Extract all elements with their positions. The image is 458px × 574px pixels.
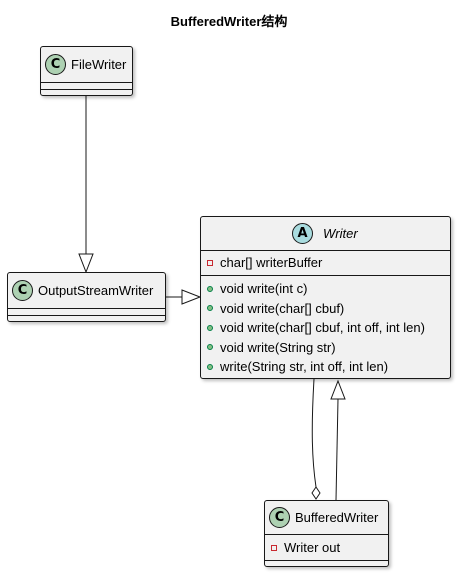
outputstreamwriter-methods-section xyxy=(8,316,165,321)
bufferedwriter-methods-section xyxy=(265,561,388,566)
public-visibility-icon xyxy=(207,324,213,331)
filewriter-generalization-arrowhead xyxy=(78,253,94,274)
field-text: Writer out xyxy=(284,540,341,556)
bufferedwriter-generalization-arrowhead xyxy=(330,379,346,400)
method-text: void write(char[] cbuf, int off, int len… xyxy=(220,320,425,336)
method-row: void write(String str) xyxy=(201,338,450,358)
diagram-title: BufferedWriter结构 xyxy=(170,14,288,29)
method-row: write(String str, int off, int len) xyxy=(201,357,450,377)
public-visibility-icon xyxy=(207,305,213,312)
method-row: void write(char[] cbuf) xyxy=(201,299,450,319)
writer-header: A Writer xyxy=(201,217,450,251)
filewriter-fields-section xyxy=(41,83,132,90)
outputstreamwriter-fields-section xyxy=(8,309,165,316)
field-text: char[] writerBuffer xyxy=(220,255,323,271)
outputstreamwriter-generalization-arrowhead xyxy=(181,289,202,305)
bufferedwriter-class: C BufferedWriter Writer out xyxy=(264,500,389,567)
method-text: void write(char[] cbuf) xyxy=(220,300,345,316)
writer-bufferedwriter-aggregation-line xyxy=(311,378,317,488)
public-visibility-icon xyxy=(207,344,213,351)
outputstreamwriter-class-name: OutputStreamWriter xyxy=(38,283,154,298)
outputstreamwriter-class: C OutputStreamWriter xyxy=(7,272,166,322)
public-visibility-icon xyxy=(207,363,213,370)
class-badge-icon: C xyxy=(45,54,66,75)
field-row: char[] writerBuffer xyxy=(201,253,450,273)
abstract-badge-icon: A xyxy=(292,223,313,244)
writer-abstract-class: A Writer char[] writerBuffer void write(… xyxy=(200,216,451,379)
method-row: void write(int c) xyxy=(201,279,450,299)
bufferedwriter-to-writer-inheritance-line xyxy=(335,398,339,501)
bufferedwriter-header: C BufferedWriter xyxy=(265,501,388,535)
bufferedwriter-fields-section: Writer out xyxy=(265,535,388,561)
field-row: Writer out xyxy=(265,538,388,558)
method-text: void write(String str) xyxy=(220,339,336,355)
bufferedwriter-class-name: BufferedWriter xyxy=(295,510,379,525)
writer-class-name: Writer xyxy=(323,226,358,241)
filewriter-header: C FileWriter xyxy=(41,47,132,83)
method-row: void write(char[] cbuf, int off, int len… xyxy=(201,318,450,338)
filewriter-methods-section xyxy=(41,90,132,95)
method-text: void write(int c) xyxy=(220,281,308,297)
outputstreamwriter-header: C OutputStreamWriter xyxy=(8,273,165,309)
aggregation-diamond xyxy=(311,486,321,500)
filewriter-class: C FileWriter xyxy=(40,46,133,96)
public-visibility-icon xyxy=(207,285,213,292)
writer-fields-section: char[] writerBuffer xyxy=(201,251,450,276)
private-visibility-icon xyxy=(207,259,213,266)
private-visibility-icon xyxy=(271,544,277,551)
class-badge-icon: C xyxy=(12,280,33,301)
class-badge-icon: C xyxy=(269,507,290,528)
method-text: write(String str, int off, int len) xyxy=(220,359,389,375)
writer-methods-section: void write(int c) void write(char[] cbuf… xyxy=(201,276,450,377)
filewriter-class-name: FileWriter xyxy=(71,57,127,72)
